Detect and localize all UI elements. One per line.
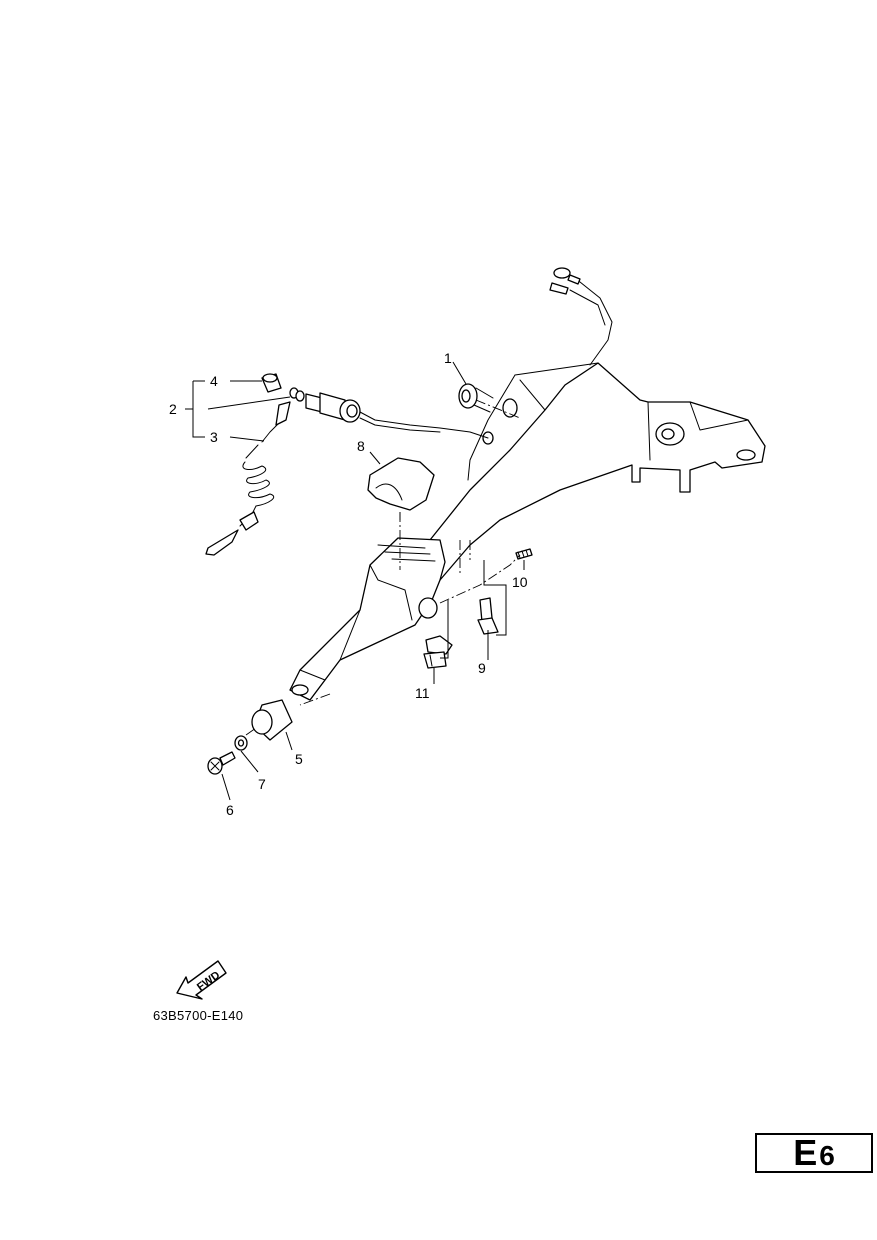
callout-11: 11	[415, 685, 430, 701]
callout-10: 10	[512, 574, 528, 590]
page-tab-number: 6	[819, 1140, 835, 1171]
part-5-end-cap	[251, 699, 293, 741]
wire-leads	[549, 267, 613, 366]
part-1-grommet	[458, 383, 494, 413]
page-tab-letter: E	[793, 1132, 818, 1173]
tiller-handle	[289, 537, 446, 701]
callout-7: 7	[258, 776, 266, 792]
part-10-screw	[515, 548, 533, 560]
callout-3: 3	[210, 429, 218, 445]
leader-lines	[185, 361, 525, 801]
part-3-lanyard	[205, 401, 291, 556]
callout-9: 9	[478, 660, 486, 676]
callout-labels: 1 2 3 4 5 6 7 8 9 10 11	[169, 350, 528, 818]
callout-6: 6	[226, 802, 234, 818]
part-11-clamp	[423, 635, 453, 669]
fwd-arrow-icon: FWD	[176, 960, 227, 1000]
callout-2: 2	[169, 401, 177, 417]
callout-5: 5	[295, 751, 303, 767]
part-8-grip-cover	[367, 457, 435, 511]
part-6-screw	[207, 751, 236, 775]
callout-1: 1	[444, 350, 452, 366]
part-2-stop-switch	[289, 387, 489, 439]
part-4-cap	[261, 373, 282, 393]
assembly-centerlines	[245, 399, 521, 736]
callout-4: 4	[210, 373, 218, 389]
callout-8: 8	[357, 438, 365, 454]
diagram-code: 63B5700-E140	[153, 1008, 244, 1023]
part-9-clip	[477, 597, 499, 635]
page-tab: E 6	[755, 1133, 873, 1173]
